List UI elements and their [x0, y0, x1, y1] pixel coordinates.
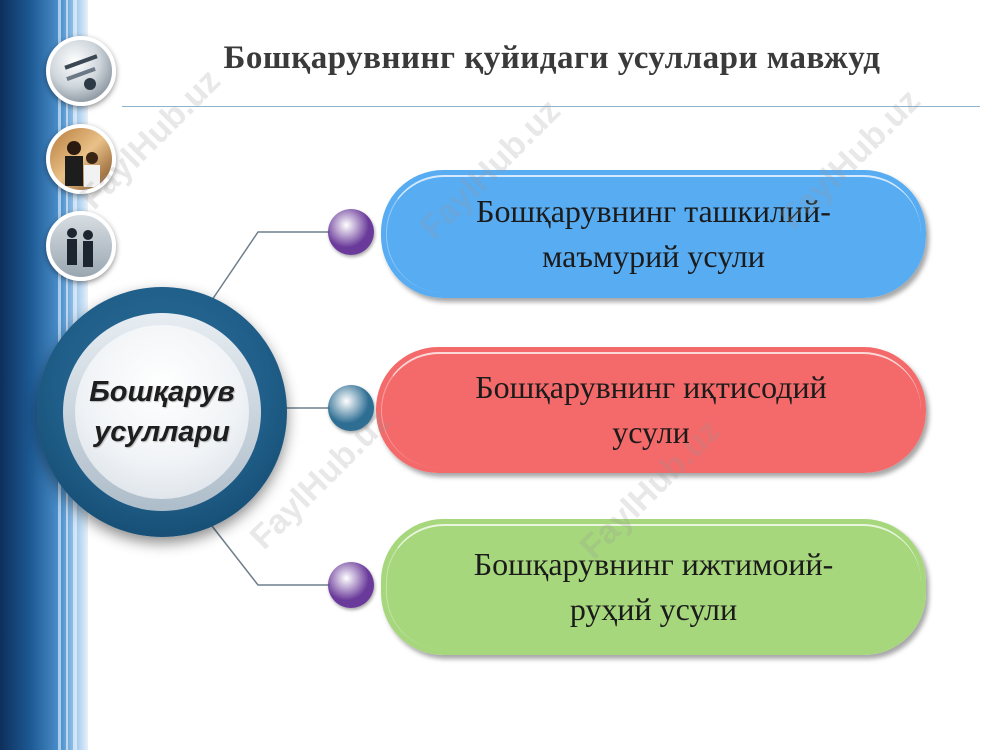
central-hub-circle: Бошқарув усуллари	[37, 287, 287, 537]
connector-line-1	[211, 231, 330, 301]
method-label: Бошқарувнинг иқтисодий усули	[475, 365, 827, 455]
hub-label: Бошқарув усуллари	[75, 372, 249, 452]
method-label-line2: усули	[612, 414, 690, 450]
walking-people-photo-thumbnail	[46, 211, 116, 281]
connector-dot-1	[328, 209, 374, 255]
method-label-line1: Бошқарувнинг ташкилий-	[476, 193, 831, 229]
business-people-photo-thumbnail	[46, 124, 116, 194]
title-divider	[122, 106, 980, 107]
method-label: Бошқарувнинг ташкилий- маъмурий усули	[476, 189, 831, 279]
method-label: Бошқарувнинг ижтимоий- руҳий усули	[474, 542, 833, 632]
hub-inner: Бошқарув усуллари	[75, 325, 249, 499]
connector-dot-2	[328, 385, 374, 431]
method-pill-economic: Бошқарувнинг иқтисодий усули	[376, 347, 926, 473]
connector-line-3	[211, 525, 330, 586]
method-pill-socio-psychological: Бошқарувнинг ижтимоий- руҳий усули	[381, 519, 926, 655]
hub-label-line2: усуллари	[94, 416, 230, 448]
method-label-line2: маъмурий усули	[542, 238, 765, 274]
slide-title: Бошқарувнинг қуйидаги усуллари мавжуд	[223, 40, 881, 76]
hub-label-line1: Бошқарув	[89, 376, 235, 408]
method-label-line2: руҳий усули	[569, 591, 738, 627]
method-label-line1: Бошқарувнинг иқтисодий	[475, 369, 827, 405]
method-label-line1: Бошқарувнинг ижтимоий-	[473, 546, 834, 582]
method-pill-organizational-administrative: Бошқарувнинг ташкилий- маъмурий усули	[381, 170, 926, 298]
office-photo-thumbnail	[46, 36, 116, 106]
connector-dot-3	[328, 562, 374, 608]
